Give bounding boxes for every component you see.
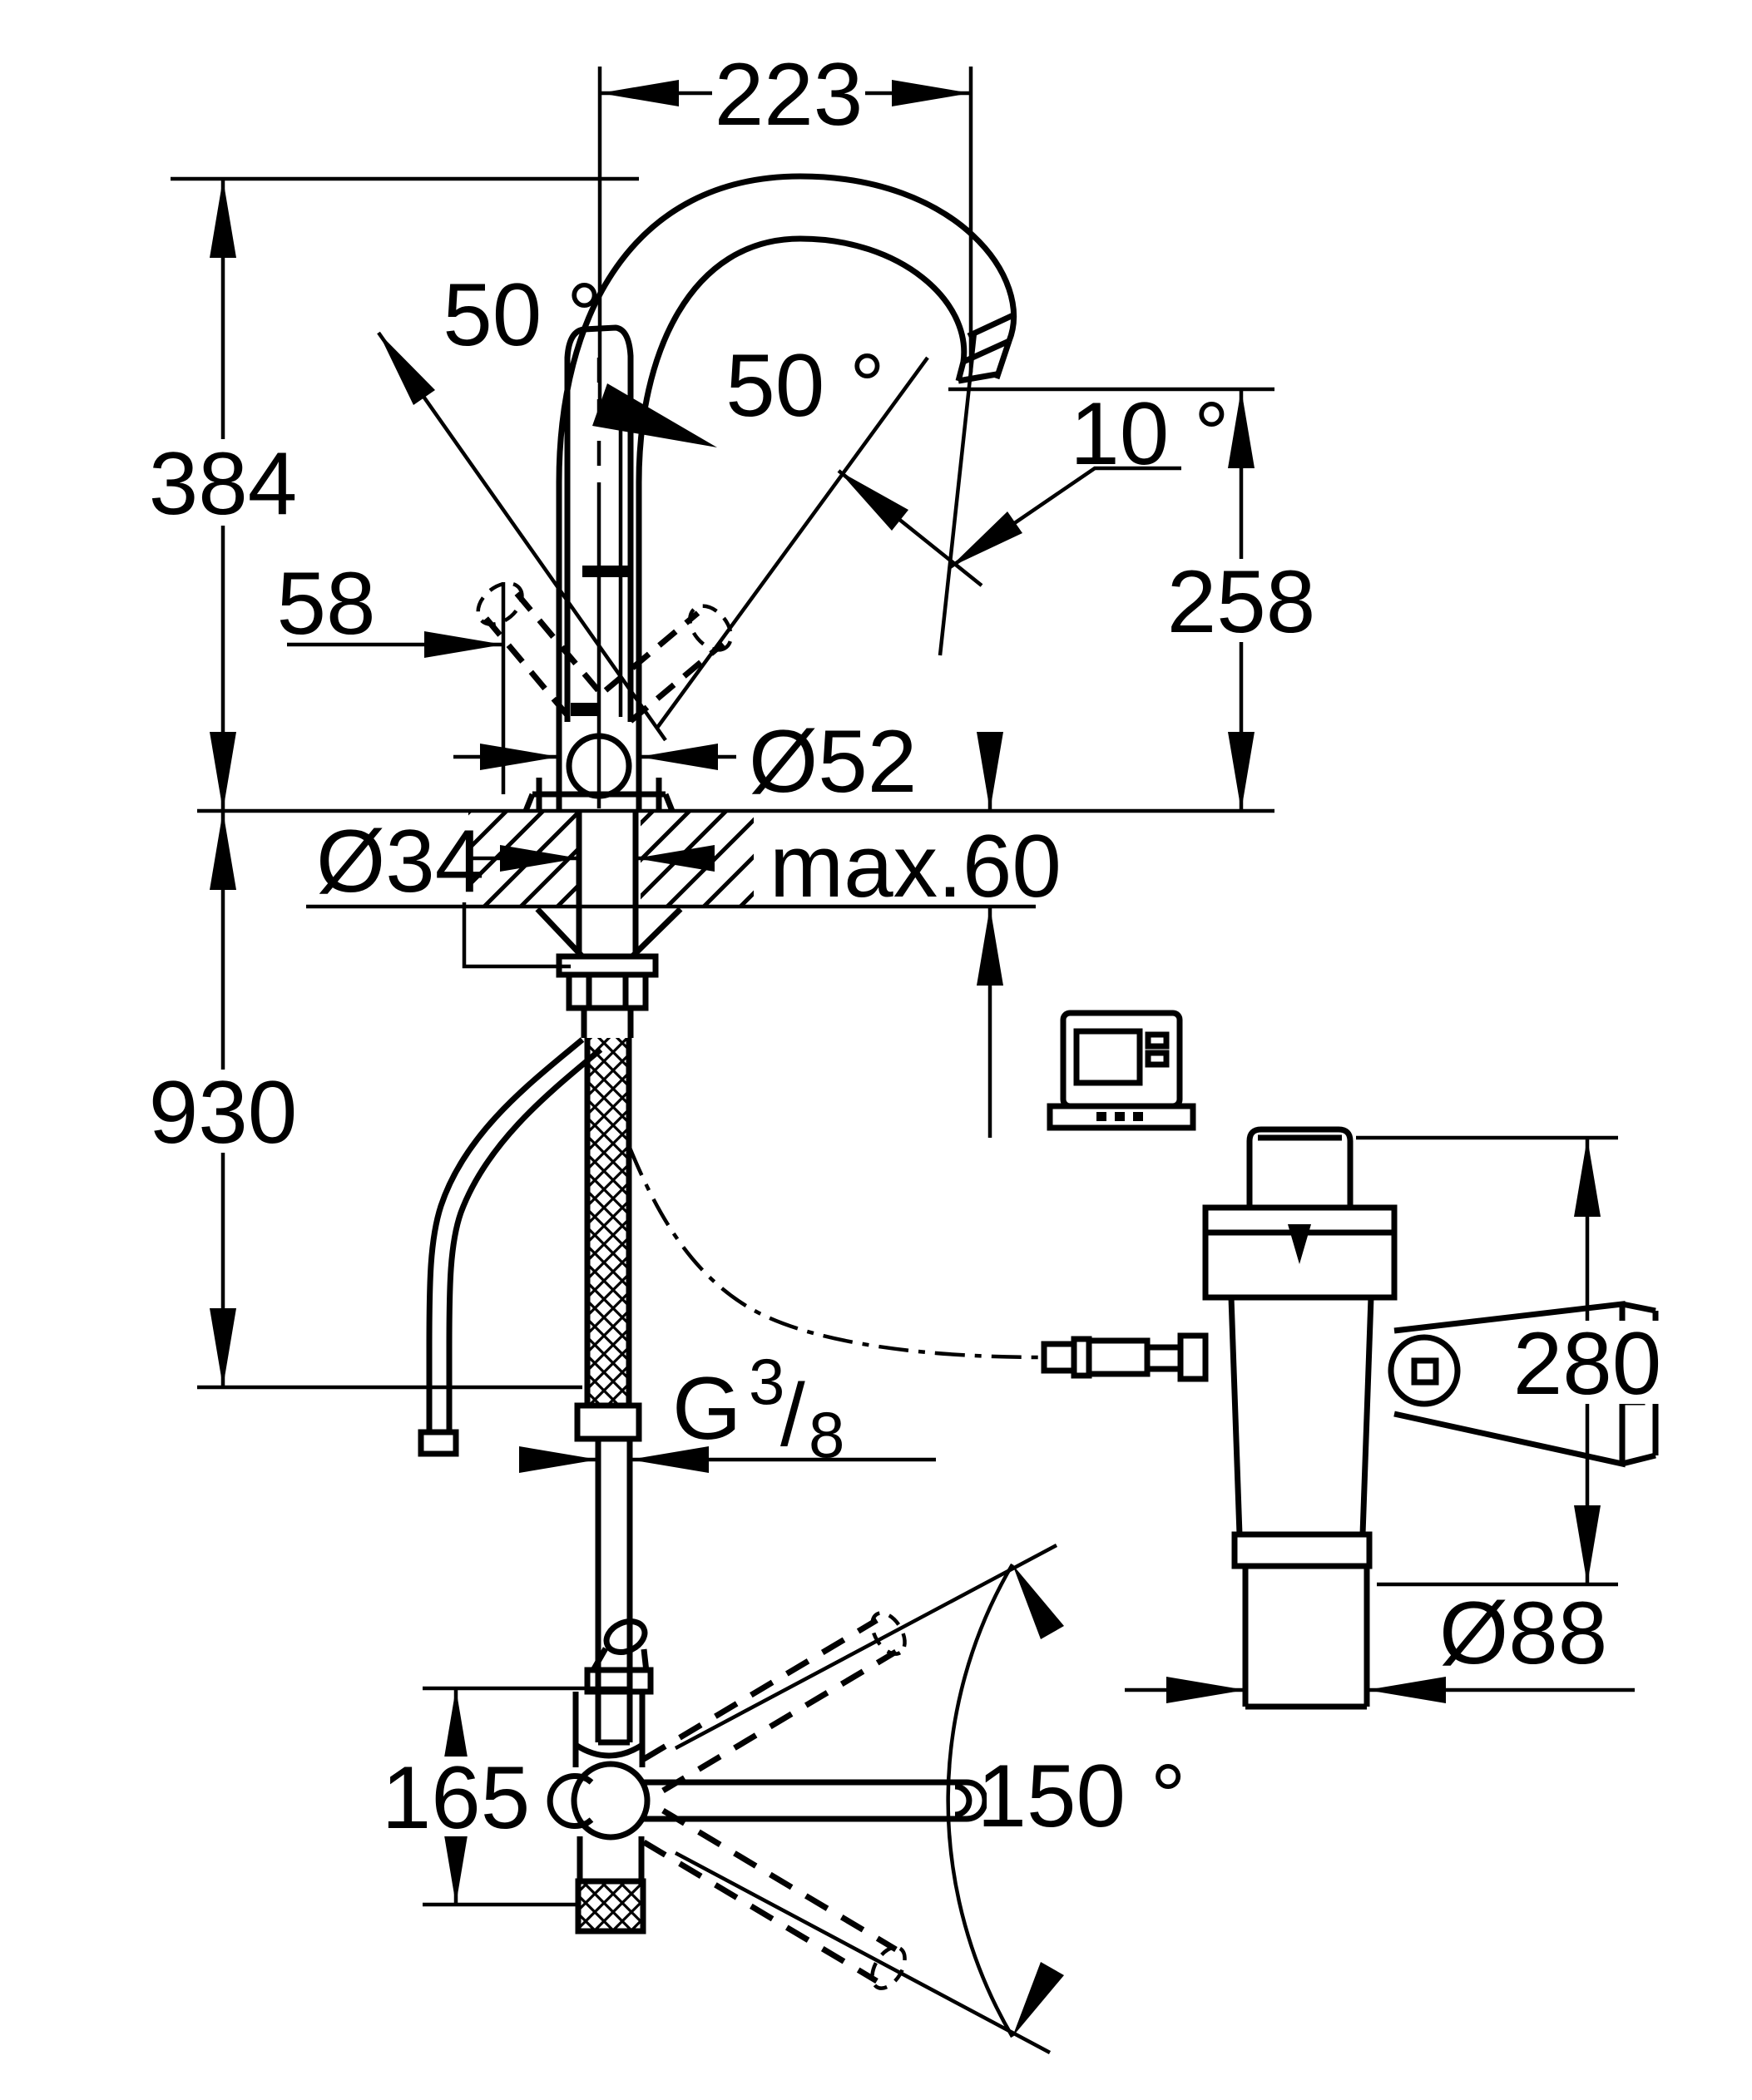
thread-den: 8: [809, 1398, 844, 1471]
handle-lever: [564, 324, 634, 808]
faucet-side-view: [476, 173, 1017, 813]
filter-head: [1202, 1204, 1398, 1301]
lever-joint-mark: [582, 566, 629, 577]
dim-165: 165: [379, 1686, 631, 1907]
dim-50deg-right: 50 °: [656, 335, 983, 729]
dim-50deg-right-label: 50 °: [725, 335, 885, 435]
braided-hose: [574, 1038, 642, 1746]
filter-ring: [1231, 1531, 1373, 1569]
dim-dia88-label: Ø88: [1439, 1583, 1607, 1682]
thread-slash: /: [780, 1365, 805, 1465]
dim-223: 223: [597, 44, 973, 408]
dim-thread: G 3 / 8: [519, 1345, 936, 1473]
dim-150deg-label: 150 °: [977, 1746, 1185, 1846]
spout-outer-curve: [556, 173, 1017, 811]
dim-165-label: 165: [382, 1747, 531, 1847]
topview-inner-arc: [547, 1773, 594, 1829]
topview-hose: [575, 1878, 646, 1934]
control-cable-dashdot: [627, 1147, 1045, 1360]
cable-connector: [1041, 1332, 1209, 1382]
dim-dia52-label: Ø52: [749, 711, 917, 811]
topview-swivel-right: [642, 1807, 907, 1990]
dim-50deg-left: 50 °: [377, 264, 717, 742]
mounting-hardware: [535, 811, 683, 1038]
dim-58-label: 58: [276, 553, 375, 653]
dim-10deg: 10 °: [938, 332, 1230, 656]
dim-dia88: Ø88: [1125, 1583, 1635, 1703]
handle-position-right-dashed: [603, 604, 733, 724]
dim-10deg-label: 10 °: [1070, 383, 1230, 483]
swivel-ray-lower: [674, 1851, 1052, 2054]
swivel-ray-upper: [674, 1544, 1058, 1750]
dim-258: 258: [948, 387, 1318, 811]
topview-spout: [642, 1779, 988, 1822]
faucet-top-view: [547, 1544, 1064, 2054]
dim-223-label: 223: [715, 44, 864, 144]
handle-position-left-dashed: [476, 581, 601, 718]
flow-arrow: [1288, 1224, 1311, 1264]
thread-num: 3: [749, 1345, 784, 1418]
thread-g: G: [672, 1358, 741, 1458]
faucet-base: [522, 733, 676, 813]
spout-tip: [955, 311, 1017, 384]
dim-dia52: Ø52: [453, 711, 917, 811]
lever-pivot-mark: [571, 703, 601, 716]
swivel-arc: [946, 1563, 1014, 2038]
dim-258-label: 258: [1167, 551, 1316, 651]
dim-150deg: 150 °: [977, 1746, 1185, 1846]
spout-inner-curve: [636, 235, 968, 811]
dim-384-label: 384: [149, 433, 298, 533]
topview-lever-cap: [603, 1618, 648, 1655]
filter-cap: [1246, 1126, 1354, 1208]
dim-50deg-left-label: 50 °: [443, 264, 602, 364]
dim-dia34: Ø34: [314, 811, 715, 969]
hose-nut: [574, 1402, 642, 1442]
flexible-hose: [418, 1037, 603, 1457]
dim-930-label: 930: [149, 1062, 298, 1162]
hose-end: [418, 1429, 459, 1457]
dim-280: 280: [1356, 1135, 1664, 1587]
dim-dia34-label: Ø34: [316, 811, 484, 911]
dim-930: 930: [146, 811, 582, 1390]
dim-max60: max.60: [770, 732, 1062, 1138]
topview-body-circle: [571, 1761, 651, 1841]
dim-max60-label: max.60: [770, 816, 1062, 916]
topview-swivel-left: [642, 1611, 907, 1794]
topview-collar: [584, 1667, 654, 1695]
dim-280-label: 280: [1513, 1313, 1662, 1413]
mounting-nut: [566, 971, 649, 1011]
dim-384: 384: [146, 176, 639, 811]
controller-icon: [1047, 1010, 1196, 1131]
